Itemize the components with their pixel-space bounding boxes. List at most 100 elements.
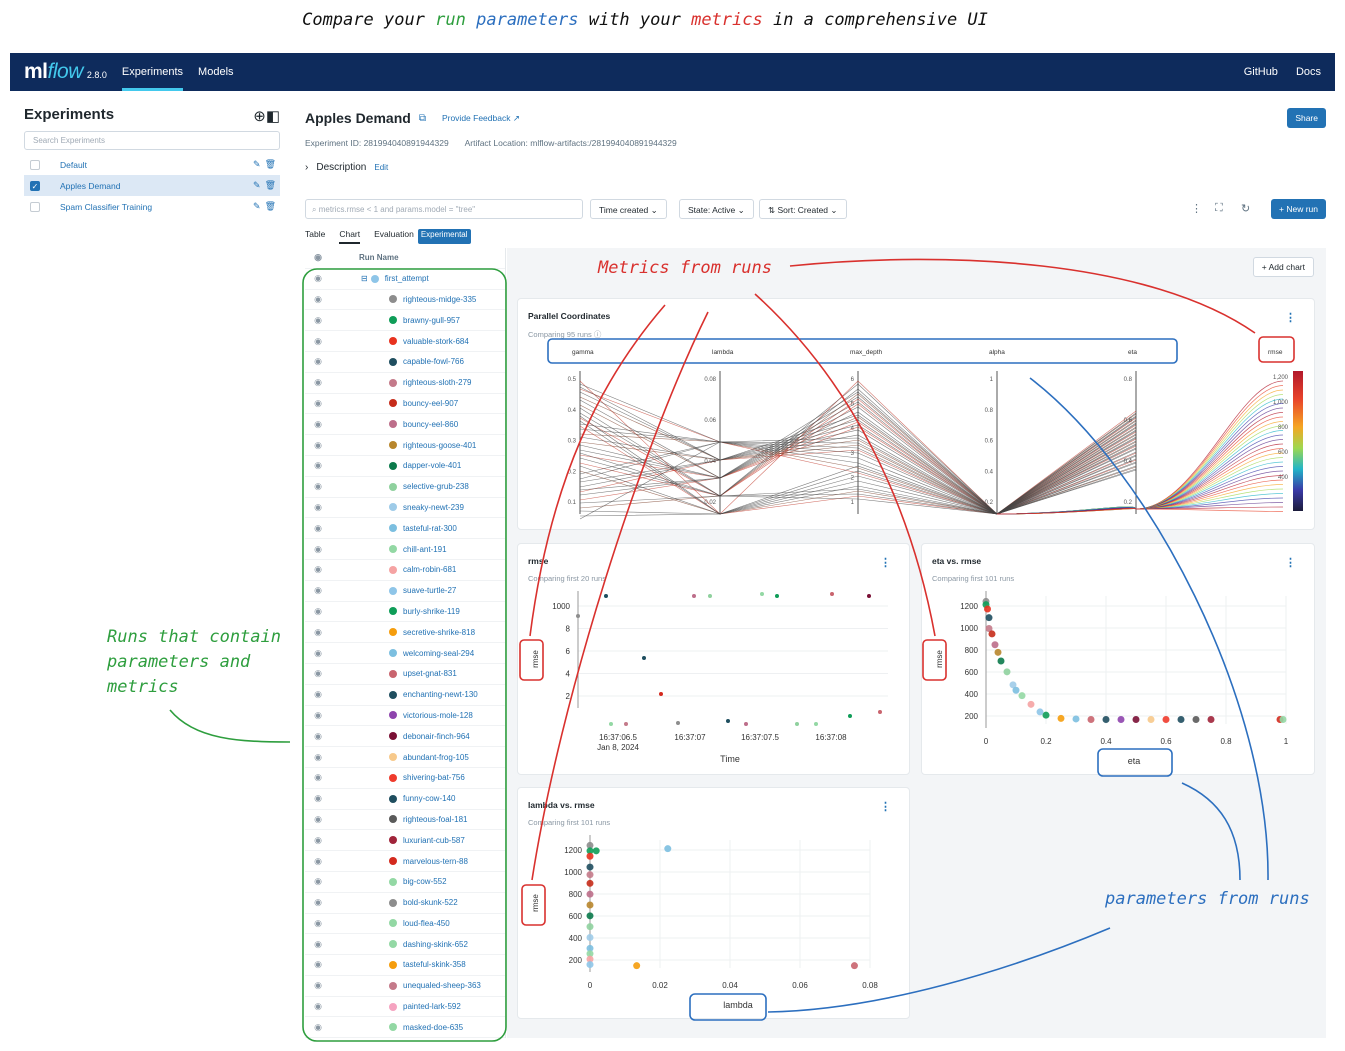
- run-name[interactable]: luxuriant-cub-587: [403, 835, 465, 845]
- run-name[interactable]: victorious-mole-128: [403, 710, 473, 720]
- eye-icon[interactable]: ◉: [314, 834, 322, 845]
- scatter-point[interactable]: [664, 845, 672, 853]
- scatter-point[interactable]: [985, 625, 993, 632]
- run-name[interactable]: masked-doe-635: [403, 1022, 464, 1032]
- scatter-point[interactable]: [586, 879, 594, 887]
- scatter-point[interactable]: [1147, 716, 1155, 723]
- experiment-search-input[interactable]: Search Experiments: [24, 131, 280, 150]
- run-name[interactable]: tasteful-skink-358: [403, 960, 466, 970]
- scatter-point[interactable]: [708, 594, 712, 598]
- eye-icon[interactable]: ◉: [314, 626, 322, 637]
- share-button[interactable]: Share: [1287, 108, 1326, 128]
- run-row[interactable]: ◉dapper-vole-401: [305, 456, 505, 477]
- run-name[interactable]: capable-fowl-766: [403, 357, 464, 367]
- eye-icon[interactable]: ◉: [314, 668, 322, 679]
- edit-delete-icon[interactable]: ✎🗑: [253, 180, 280, 190]
- eye-icon[interactable]: ◉: [314, 377, 322, 388]
- checkbox[interactable]: [30, 159, 40, 170]
- scatter-point[interactable]: [795, 722, 799, 726]
- new-run-button[interactable]: + New run: [1271, 199, 1326, 219]
- run-name[interactable]: dashing-skink-652: [403, 939, 468, 949]
- run-search-input[interactable]: ⌕ metrics.rmse < 1 and params.model = "t…: [305, 199, 583, 219]
- scatter-point[interactable]: [1003, 668, 1011, 676]
- scatter-point[interactable]: [994, 648, 1002, 656]
- scatter-point[interactable]: [586, 934, 594, 941]
- sidebar-item[interactable]: Default✎🗑: [24, 154, 280, 175]
- run-group-name[interactable]: first_attempt: [384, 274, 429, 284]
- scatter-point[interactable]: [642, 656, 646, 660]
- scatter-point[interactable]: [624, 722, 628, 726]
- run-row[interactable]: ◉ victorious-mole-128: [305, 706, 505, 727]
- eye-icon[interactable]: ◉: [314, 647, 322, 658]
- eye-icon[interactable]: ◉: [314, 481, 322, 492]
- run-row[interactable]: ◉bouncy-eel-860: [305, 414, 505, 436]
- run-name[interactable]: brawny-gull-957: [403, 315, 460, 325]
- scatter-point[interactable]: [1132, 716, 1140, 723]
- scatter-point[interactable]: [1042, 711, 1050, 719]
- scatter-point[interactable]: [1177, 716, 1185, 723]
- run-row[interactable]: ◉ abundant-frog-105: [305, 747, 505, 768]
- eye-icon[interactable]: ◉: [314, 397, 322, 408]
- scatter-point[interactable]: [586, 944, 594, 952]
- sidebar-item-label[interactable]: Apples Demand: [60, 180, 121, 191]
- scatter-point[interactable]: [586, 923, 594, 931]
- eye-icon[interactable]: ◉: [314, 793, 322, 804]
- sidebar-item-label[interactable]: Spam Classifier Training: [60, 201, 153, 212]
- eye-icon[interactable]: ◉: [314, 751, 322, 762]
- eye-icon[interactable]: ◉: [314, 439, 322, 450]
- run-row[interactable]: ◉bold-skunk-522: [305, 893, 505, 914]
- kebab-menu-icon[interactable]: ⋮: [1285, 312, 1296, 324]
- run-name[interactable]: dapper-vole-401: [403, 461, 462, 471]
- scatter-point[interactable]: [676, 721, 680, 725]
- run-row[interactable]: ◉valuable-stork-684: [305, 331, 505, 352]
- run-row[interactable]: ◉debonair-finch-964: [305, 726, 505, 748]
- run-row[interactable]: ◉shivering-bat-756: [305, 768, 505, 789]
- eye-icon[interactable]: ◉: [314, 564, 322, 575]
- add-collapse-icon[interactable]: ⊕◧: [253, 108, 280, 125]
- scatter-point[interactable]: [592, 847, 600, 855]
- scatter-point[interactable]: [1036, 708, 1044, 716]
- run-row[interactable]: ◉righteous-midge-335: [305, 290, 505, 311]
- eye-icon[interactable]: ◉: [314, 709, 322, 720]
- checkbox[interactable]: [30, 201, 40, 212]
- eye-icon[interactable]: ◉: [314, 855, 322, 866]
- run-name[interactable]: upset-gnat-831: [403, 669, 457, 679]
- scatter-point[interactable]: [609, 722, 613, 726]
- eye-icon[interactable]: ◉: [314, 418, 322, 429]
- eye-icon[interactable]: ◉: [314, 501, 322, 512]
- scatter-point[interactable]: [850, 962, 858, 970]
- run-row[interactable]: ◉ dashing-skink-652: [305, 934, 505, 956]
- run-row[interactable]: ◉tasteful-rat-300: [305, 518, 505, 540]
- run-name[interactable]: welcoming-seal-294: [403, 648, 475, 658]
- tab-table[interactable]: Table: [305, 229, 326, 239]
- scatter-point[interactable]: [659, 692, 663, 696]
- fullscreen-icon[interactable]: ⛶: [1215, 202, 1223, 214]
- edit-delete-icon[interactable]: ✎🗑: [253, 159, 280, 169]
- nav-models[interactable]: Models: [198, 66, 234, 78]
- eye-icon[interactable]: ◉: [314, 917, 322, 928]
- eye-icon[interactable]: ◉: [314, 605, 322, 616]
- eye-icon[interactable]: ◉: [314, 252, 322, 263]
- scatter-point[interactable]: [586, 890, 594, 898]
- scatter-point[interactable]: [1009, 681, 1017, 689]
- run-name[interactable]: marvelous-tern-88: [403, 856, 468, 866]
- scatter-point[interactable]: [991, 641, 999, 649]
- scatter-point[interactable]: [633, 962, 641, 970]
- eye-icon[interactable]: ◉: [314, 980, 322, 991]
- run-name[interactable]: righteous-sloth-279: [403, 378, 472, 388]
- eye-icon[interactable]: ◉: [314, 813, 322, 824]
- scatter-point[interactable]: [878, 710, 882, 714]
- run-name[interactable]: abundant-frog-105: [403, 752, 469, 762]
- eye-icon[interactable]: ◉: [314, 938, 322, 949]
- run-row[interactable]: ◉masked-doe-635: [305, 1017, 505, 1039]
- run-row[interactable]: ◉ righteous-sloth-279: [305, 373, 505, 394]
- edit-delete-icon[interactable]: ✎🗑: [253, 201, 280, 211]
- sort-dropdown[interactable]: ⇅ Sort: Created ⌄: [759, 199, 847, 219]
- scatter-point[interactable]: [985, 614, 993, 622]
- scatter-point[interactable]: [1018, 692, 1026, 700]
- run-row[interactable]: ◉ marvelous-tern-88: [305, 851, 505, 872]
- eye-icon[interactable]: ◉: [314, 543, 322, 554]
- run-name[interactable]: burly-shrike-119: [403, 606, 460, 616]
- run-row[interactable]: ◉loud-flea-450: [305, 914, 505, 935]
- scatter-point[interactable]: [576, 614, 580, 618]
